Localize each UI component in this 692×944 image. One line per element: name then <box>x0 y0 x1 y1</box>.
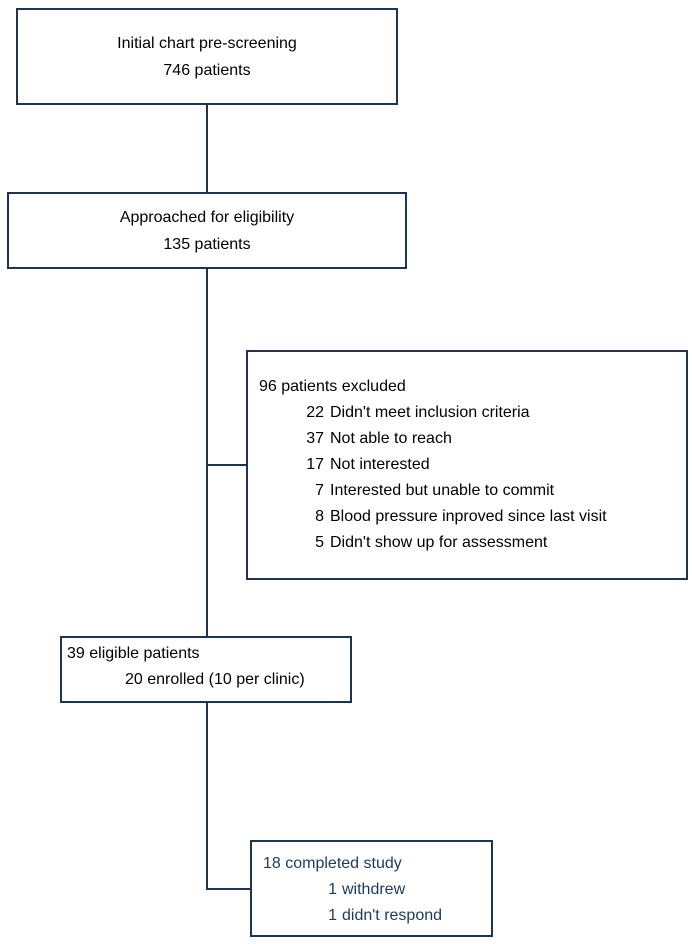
excluded-reason-text: Blood pressure inproved since last visit <box>330 508 607 525</box>
excluded-reason-text: Interested but unable to commit <box>330 482 555 499</box>
connector-eligible-down <box>206 703 208 890</box>
excluded-reason-row: 8 Blood pressure inproved since last vis… <box>259 504 680 530</box>
prescreening-count: 746 patients <box>163 61 251 79</box>
excluded-reason-count: 37 <box>306 430 324 447</box>
excluded-reason-count: 17 <box>306 456 324 473</box>
connector-elbow-to-completed <box>206 888 250 890</box>
box-completed-study: 18 completed study 1 withdrew 1 didn't r… <box>250 840 493 937</box>
excluded-reason-count: 5 <box>315 534 324 551</box>
excluded-reason-row: 22 Didn't meet inclusion criteria <box>259 400 680 426</box>
completed-reason-row: 1 withdrew <box>263 877 491 903</box>
completed-reason-count: 1 <box>328 907 337 924</box>
completed-reason-count: 1 <box>328 881 337 898</box>
excluded-reason-text: Not interested <box>330 456 430 473</box>
excluded-reason-row: 5 Didn't show up for assessment <box>259 530 680 556</box>
completed-title: 18 completed study <box>263 855 402 872</box>
excluded-reason-text: Didn't show up for assessment <box>330 534 548 551</box>
excluded-reason-row: 17 Not interested <box>259 452 680 478</box>
connector-branch-to-excluded <box>206 464 246 466</box>
excluded-reason-count: 22 <box>306 404 324 421</box>
completed-reason-text: didn't respond <box>342 907 443 924</box>
completed-reason-text: withdrew <box>342 881 406 898</box>
excluded-title: 96 patients excluded <box>259 378 406 395</box>
box-initial-prescreening: Initial chart pre-screening 746 patients <box>16 8 398 105</box>
excluded-reason-count: 8 <box>315 508 324 525</box>
excluded-reason-text: Didn't meet inclusion criteria <box>330 404 530 421</box>
prescreening-title: Initial chart pre-screening <box>117 34 297 52</box>
approached-count: 135 patients <box>163 235 251 253</box>
excluded-reason-text: Not able to reach <box>330 430 452 447</box>
approached-title: Approached for eligibility <box>119 208 295 226</box>
eligible-title: 39 eligible patients <box>67 645 200 662</box>
eligible-enrolled: 20 enrolled (10 per clinic) <box>125 671 305 688</box>
box-eligible-patients: 39 eligible patients 20 enrolled (10 per… <box>60 636 352 703</box>
connector-approached-to-eligible <box>206 268 208 637</box>
box-approached-eligibility: Approached for eligibility 135 patients <box>7 192 407 269</box>
excluded-reason-row: 37 Not able to reach <box>259 426 680 452</box>
excluded-reason-row: 7 Interested but unable to commit <box>259 478 680 504</box>
connector-prescreening-to-approached <box>206 105 208 193</box>
completed-reason-row: 1 didn't respond <box>263 903 491 929</box>
box-patients-excluded: 96 patients excluded 22 Didn't meet incl… <box>246 350 688 580</box>
excluded-reason-count: 7 <box>315 482 324 499</box>
